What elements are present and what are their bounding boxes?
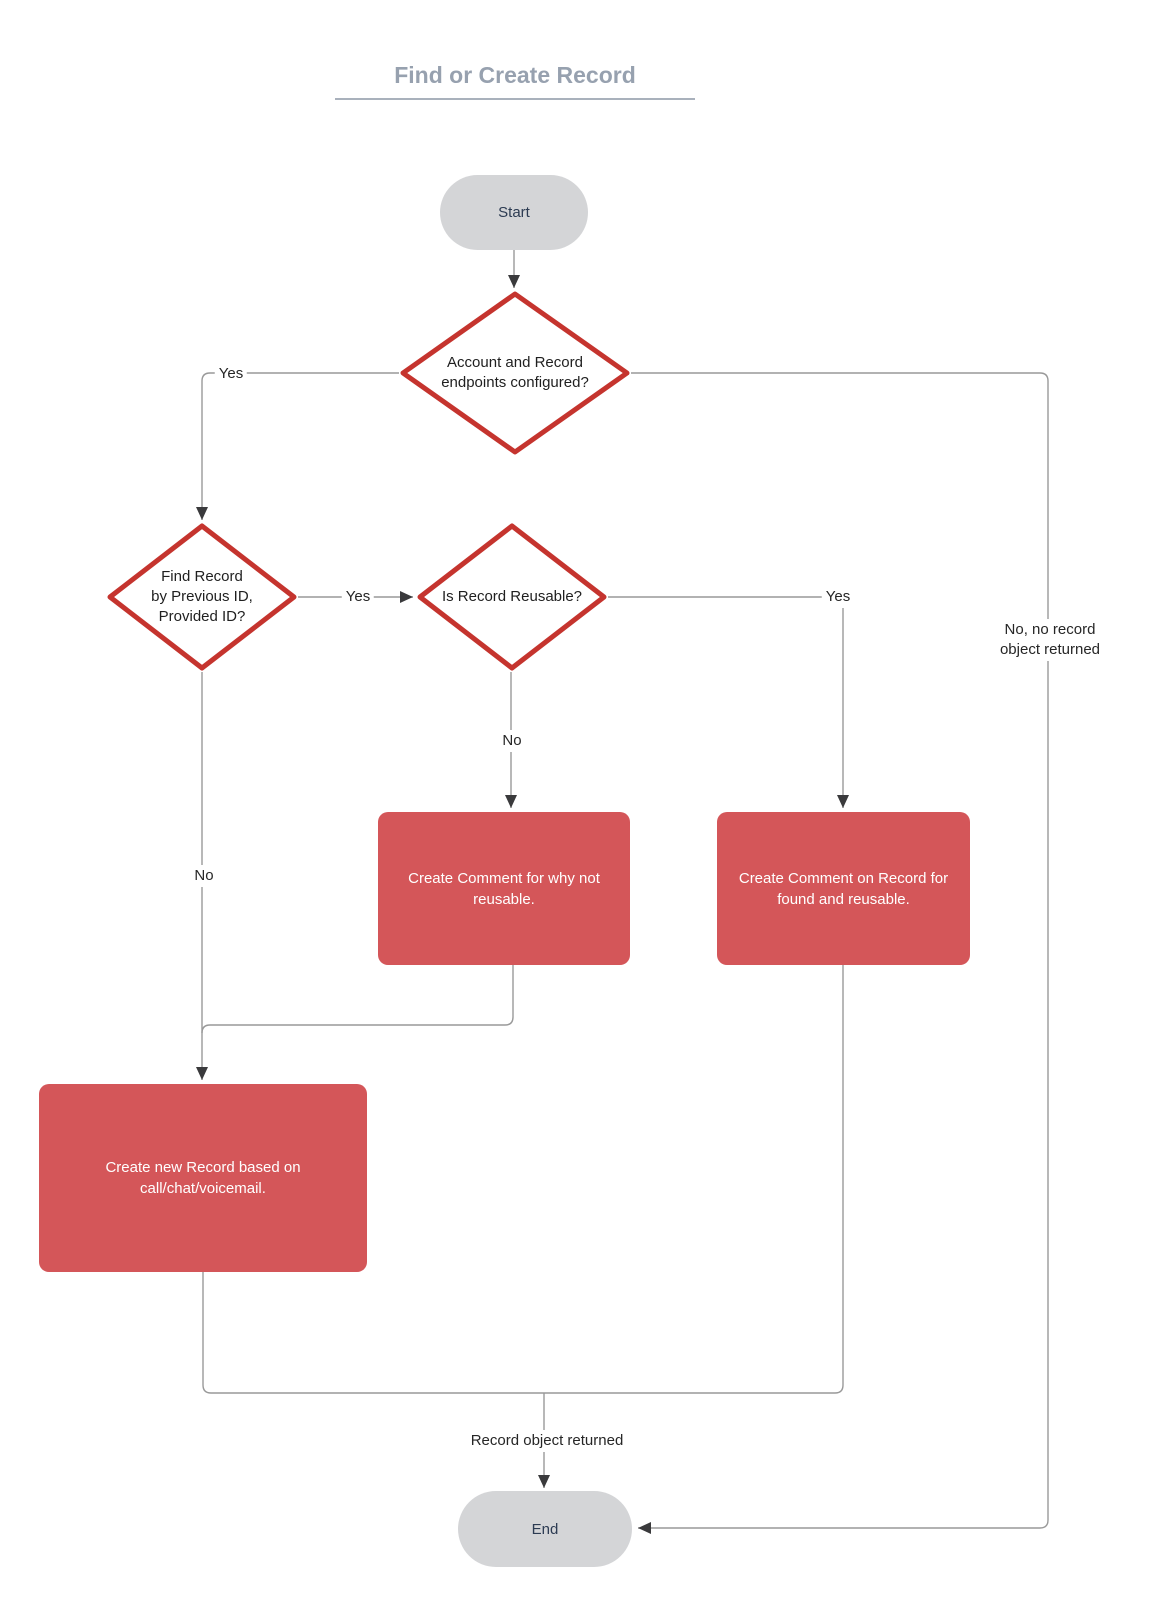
edge-label-reusable-yes: Yes	[821, 586, 855, 608]
edge-label-reusable-no: No	[498, 730, 526, 752]
edge-reusable-yes-to-comment-found	[608, 596, 849, 808]
diamond-shape	[107, 523, 297, 671]
process-create-new-record-label: Create new Record based on call/chat/voi…	[105, 1159, 301, 1197]
start-node-label: Start	[498, 204, 530, 221]
decision-find-record-label: Find Record by Previous ID, Provided ID?	[151, 568, 253, 625]
edge-endpoints-yes-to-find-record	[196, 372, 399, 520]
process-comment-not-reusable: Create Comment for why not reusable.	[378, 812, 630, 965]
decision-record-reusable: Is Record Reusable?	[416, 522, 608, 672]
process-comment-found-reusable-label: Create Comment on Record for found and r…	[738, 869, 949, 908]
page-title: Find or Create Record	[335, 62, 695, 100]
end-node-label: End	[531, 1520, 559, 1538]
decision-record-reusable-label: Is Record Reusable?	[441, 588, 583, 605]
edge-label-find-yes: Yes	[341, 586, 375, 608]
end-node: End	[458, 1491, 632, 1567]
edge-label-find-no: No	[190, 865, 218, 887]
process-create-new-record: Create new Record based on call/chat/voi…	[39, 1084, 367, 1272]
process-comment-not-reusable-label: Create Comment for why not reusable.	[408, 869, 600, 908]
diamond-shape	[417, 523, 607, 671]
start-node: Start	[440, 175, 588, 250]
edge-create-record-to-merge	[202, 1272, 544, 1394]
edge-endpoints-no-to-end	[631, 372, 1049, 1534]
edge-label-endpoints-yes: Yes	[214, 363, 248, 385]
edge-comment-not-reusable-to-merge	[201, 965, 514, 1034]
diamond-shape	[400, 291, 630, 455]
edge-label-endpoints-no: No, no record object returned	[988, 619, 1112, 661]
edge-label-record-returned: Record object returned	[466, 1430, 628, 1452]
process-comment-found-reusable: Create Comment on Record for found and r…	[717, 812, 970, 965]
decision-endpoints-configured-label: Account and Record endpoints configured?	[441, 354, 589, 391]
edge-comment-found-to-merge	[544, 965, 844, 1394]
decision-endpoints-configured: Account and Record endpoints configured?	[399, 290, 631, 456]
decision-find-record: Find Record by Previous ID, Provided ID?	[106, 522, 298, 672]
